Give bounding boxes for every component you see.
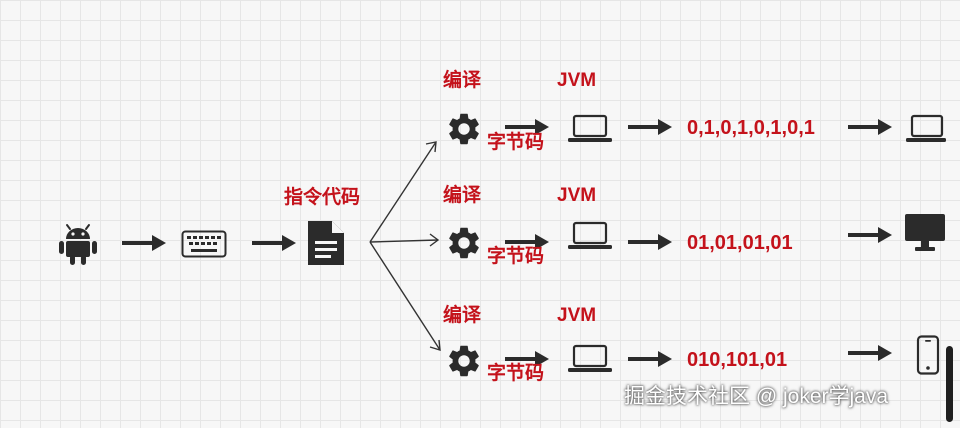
arrow-gear-to-jvm-row2 [505, 234, 549, 250]
vertical-scrollbar[interactable] [946, 346, 953, 422]
arrow-jvm-to-output-row3 [628, 351, 672, 367]
android-icon [59, 224, 97, 265]
bytecode-label-row3: 字节码 [487, 363, 545, 384]
compile-label-row1: 编译 [443, 70, 482, 91]
laptop-icon [906, 114, 946, 142]
compile-label-row3: 编译 [443, 305, 482, 326]
gear-icon [449, 345, 479, 377]
binary-output-row3: 010,101,01 [687, 349, 788, 371]
binary-output-row1: 0,1,0,1,0,1,0,1 [687, 117, 815, 139]
arrow-keyboard-to-document [252, 235, 296, 251]
desktop-monitor-icon [905, 214, 945, 251]
document-icon [308, 221, 344, 265]
bytecode-label-row2: 字节码 [487, 246, 545, 267]
arrow-output-to-target-row3 [848, 345, 892, 361]
arrow-gear-to-jvm-row3 [505, 351, 549, 367]
jvm-label-row1: JVM [557, 70, 597, 91]
gear-icon [449, 113, 479, 145]
arrow-output-to-target-row2 [848, 227, 892, 243]
mobile-phone-icon [916, 335, 940, 375]
jvm-label-row3: JVM [557, 305, 597, 326]
arrow-output-to-target-row1 [848, 119, 892, 135]
branch-arrows [369, 141, 441, 351]
instruction-code-label: 指令代码 [284, 187, 361, 208]
arrow-gear-to-jvm-row1 [505, 119, 549, 135]
arrow-android-to-keyboard [122, 235, 166, 251]
laptop-icon [568, 221, 612, 249]
keyboard-icon [181, 230, 227, 258]
arrow-jvm-to-output-row1 [628, 119, 672, 135]
bytecode-label-row1: 字节码 [487, 132, 545, 153]
laptop-icon [568, 114, 612, 142]
arrow-jvm-to-output-row2 [628, 234, 672, 250]
jvm-label-row2: JVM [557, 185, 597, 206]
gear-icon [449, 227, 479, 259]
watermark: 掘金技术社区 @ joker学java [624, 385, 889, 408]
binary-output-row2: 01,01,01,01 [687, 232, 793, 254]
laptop-icon [568, 344, 612, 372]
compile-label-row2: 编译 [443, 185, 482, 206]
